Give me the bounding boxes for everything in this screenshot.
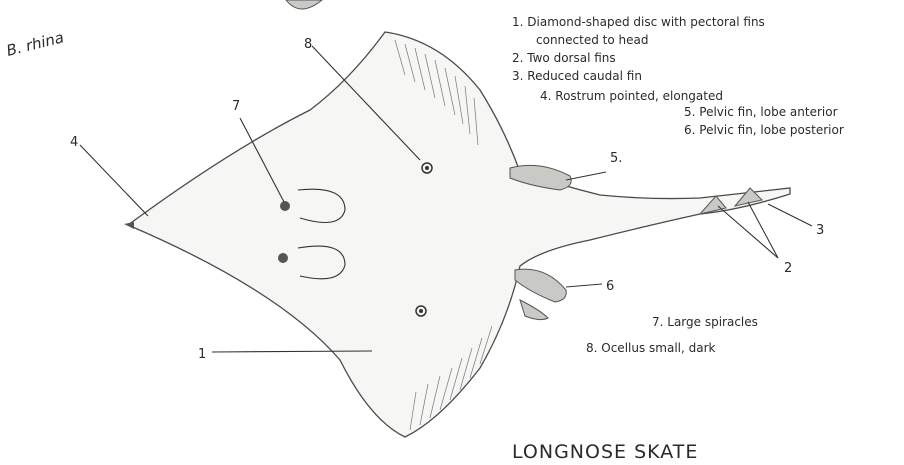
callout-number-6: 6 [606,279,614,294]
callout-number-2: 2 [784,261,792,276]
leader-line-4 [80,145,148,216]
pelvic-fin-posterior [515,269,566,302]
leader-line-2 [718,206,778,258]
leader-line-3 [768,204,812,226]
top-fin-fragment [286,0,322,9]
trait-1: 1. Diamond-shaped disc with pectoral fin… [512,15,765,29]
trait-4: 4. Rostrum pointed, elongated [540,89,723,103]
pelvic-fin-posterior-lobe [520,300,548,320]
callout-number-7: 7 [232,99,240,114]
trait-5: 5. Pelvic fin, lobe anterior [684,105,838,119]
callout-number-3: 3 [816,223,824,238]
diagram-caption: LONGNOSE SKATE [512,441,698,463]
leader-line-5 [566,172,606,180]
callout-number-4: 4 [70,135,78,150]
leader-line-6 [566,284,602,287]
callout-number-1: 1 [198,347,206,362]
trait-7: 7. Large spiracles [652,315,758,329]
trait-3: 3. Reduced caudal fin [512,69,642,83]
rostrum-tip [124,222,134,229]
trait-8: 8. Ocellus small, dark [586,341,716,355]
leader-line-2b [748,202,778,258]
callout-number-5: 5. [610,151,622,166]
trait-1-cont: connected to head [536,33,648,47]
trait-2: 2. Two dorsal fins [512,51,616,65]
trait-6: 6. Pelvic fin, lobe posterior [684,123,844,137]
species-label: B. rhina [5,28,66,60]
callout-number-8: 8 [304,37,312,52]
